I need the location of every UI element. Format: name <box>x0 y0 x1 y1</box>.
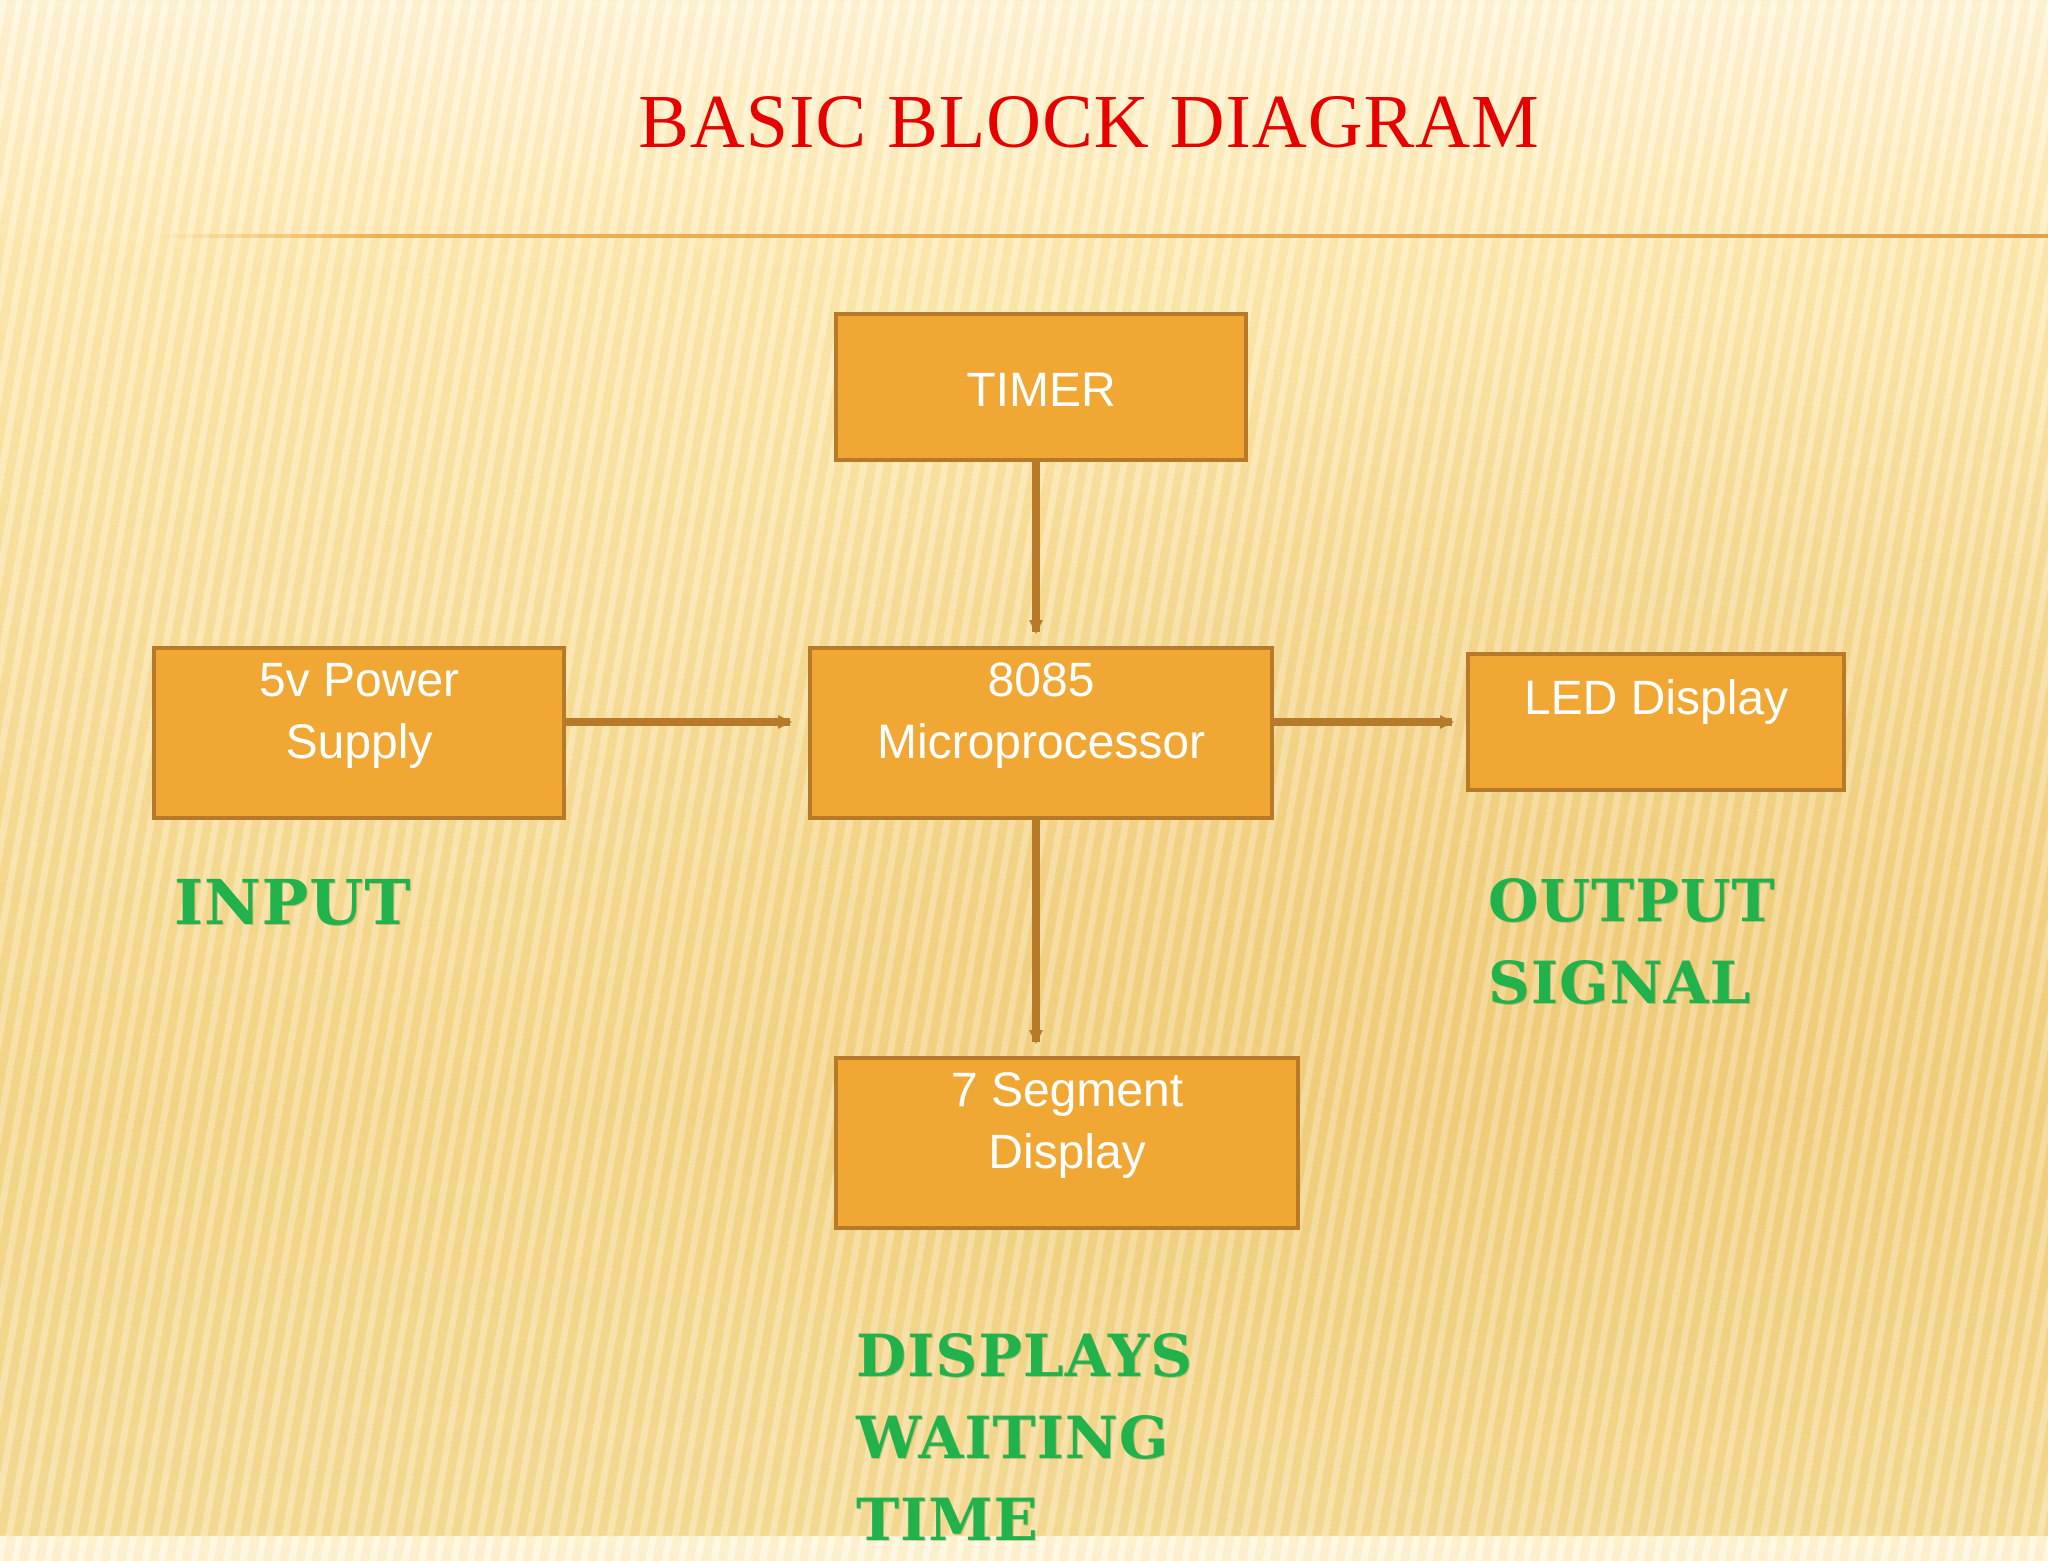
title-divider <box>150 234 2048 238</box>
timer-label: TIMER <box>966 364 1116 417</box>
seven-segment-display-block: 7 Segment Display <box>834 1056 1300 1230</box>
led-display-block: LED Display <box>1466 652 1846 792</box>
slide-title: BASIC BLOCK DIAGRAM <box>638 80 1540 164</box>
waiting-time-annotation: Displays Waiting Time <box>856 1322 1194 1554</box>
led-display-label: LED Display <box>1523 672 1789 725</box>
output-signal-annotation: Output Signal <box>1488 867 1776 1017</box>
input-annotation: Input <box>174 866 412 939</box>
microprocessor-block: 8085 Microprocessor <box>808 646 1274 820</box>
power-supply-block: 5v Power Supply <box>152 646 566 820</box>
power-supply-label: 5v Power Supply <box>258 654 460 769</box>
timer-block: TIMER <box>834 312 1248 462</box>
seven-segment-display-label: 7 Segment Display <box>950 1064 1184 1179</box>
microprocessor-label: 8085 Microprocessor <box>876 654 1206 769</box>
